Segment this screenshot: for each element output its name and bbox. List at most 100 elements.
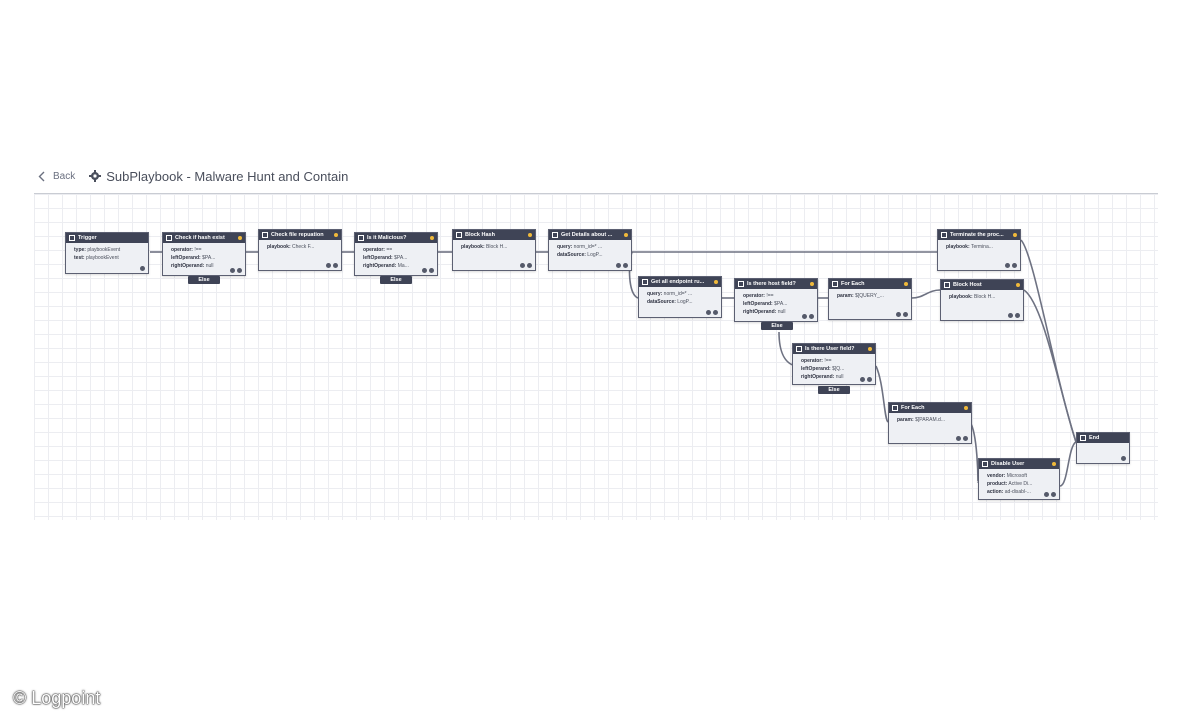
settings-icon[interactable]	[956, 436, 961, 441]
trash-icon[interactable]	[623, 263, 628, 268]
page-title: SubPlaybook - Malware Hunt and Contain	[106, 168, 349, 184]
status-dot	[334, 233, 338, 237]
node-disable-user[interactable]: Disable User vendor: Microsoft product: …	[978, 458, 1060, 500]
node-tools	[1121, 456, 1126, 461]
trash-icon[interactable]	[1015, 313, 1020, 318]
settings-icon[interactable]	[520, 263, 525, 268]
header-divider	[34, 193, 1158, 194]
node-title: Terminate the proc...	[950, 232, 1004, 238]
node-get-endpoints[interactable]: Get all endpoint ru... query: norm_id=* …	[638, 276, 722, 318]
field-value: norm_id=* ...	[663, 291, 693, 297]
trash-icon[interactable]	[333, 263, 338, 268]
node-tools	[140, 266, 145, 271]
field-value: Block H...	[486, 244, 508, 250]
field-key: playbook:	[461, 244, 485, 250]
status-dot	[528, 233, 532, 237]
field-value: $[Q...	[832, 366, 845, 372]
status-dot	[624, 233, 628, 237]
field-value: null	[205, 263, 214, 269]
settings-icon[interactable]	[1121, 456, 1126, 461]
field-value: playbookEvent	[85, 255, 119, 261]
node-is-malicious[interactable]: Is it Malicious? operator: == leftOperan…	[354, 232, 438, 276]
settings-icon[interactable]	[860, 377, 865, 382]
trash-icon[interactable]	[237, 268, 242, 273]
else-badge[interactable]: Else	[761, 322, 793, 330]
field-key: query:	[557, 244, 573, 250]
playbook-icon	[941, 232, 947, 238]
settings-icon[interactable]	[896, 312, 901, 317]
trash-icon[interactable]	[903, 312, 908, 317]
settings-icon[interactable]	[802, 314, 807, 319]
trash-icon[interactable]	[1051, 492, 1056, 497]
settings-icon[interactable]	[326, 263, 331, 268]
node-get-details[interactable]: Get Details about ... query: norm_id=* .…	[548, 229, 632, 271]
settings-icon[interactable]	[422, 268, 427, 273]
settings-icon[interactable]	[1044, 492, 1049, 497]
node-tools	[1008, 313, 1020, 318]
condition-icon	[796, 346, 802, 352]
settings-icon[interactable]	[706, 310, 711, 315]
field-key: operator:	[801, 358, 823, 364]
field-value: !==	[766, 293, 774, 299]
trash-icon[interactable]	[963, 436, 968, 441]
node-tools	[230, 268, 242, 273]
node-tools	[860, 377, 872, 382]
node-host-field[interactable]: Is there host field? operator: !== leftO…	[734, 278, 818, 322]
settings-icon[interactable]	[230, 268, 235, 273]
node-tools	[616, 263, 628, 268]
node-for-each-2[interactable]: For Each param: $[PARAM.d...	[888, 402, 972, 444]
field-key: param:	[837, 293, 854, 299]
else-badge[interactable]: Else	[380, 276, 412, 284]
node-title: Block Hash	[465, 232, 495, 238]
field-key: operator:	[743, 293, 765, 299]
field-key: playbook:	[267, 244, 291, 250]
node-trigger[interactable]: Trigger type: playbookEvent test: playbo…	[65, 232, 149, 274]
node-check-hash[interactable]: Check if hash exist operator: !== leftOp…	[162, 232, 246, 276]
node-title: Is there User field?	[805, 346, 855, 352]
node-title: Check file repuation	[271, 232, 324, 238]
back-button[interactable]: Back	[38, 171, 75, 182]
settings-icon[interactable]	[1008, 313, 1013, 318]
field-key: product:	[987, 481, 1008, 487]
else-badge[interactable]: Else	[818, 386, 850, 394]
status-dot	[430, 236, 434, 240]
field-key: dataSource:	[557, 252, 586, 258]
node-end[interactable]: End	[1076, 432, 1130, 464]
edge-block-host-end	[1023, 289, 1077, 443]
node-block-hash[interactable]: Block Hash playbook: Block H...	[452, 229, 536, 271]
field-value: norm_id=* ...	[573, 244, 603, 250]
field-value: Termina...	[970, 244, 993, 250]
condition-icon	[358, 235, 364, 241]
field-value: LogP...	[587, 252, 603, 258]
else-badge[interactable]: Else	[188, 276, 220, 284]
edge-user-field-for-each-2	[875, 365, 889, 423]
field-key: playbook:	[949, 294, 973, 300]
node-tools	[956, 436, 968, 441]
playbook-icon	[456, 232, 462, 238]
trash-icon[interactable]	[429, 268, 434, 273]
field-key: leftOperand:	[171, 255, 201, 261]
field-value: null	[777, 309, 786, 315]
node-terminate[interactable]: Terminate the proc... playbook: Termina.…	[937, 229, 1021, 271]
field-value: $PA...	[202, 255, 216, 261]
trash-icon[interactable]	[713, 310, 718, 315]
edge-for-each-block-host	[911, 289, 941, 299]
node-title: Get all endpoint ru...	[651, 279, 705, 285]
node-title: Check if hash exist	[175, 235, 225, 241]
settings-icon[interactable]	[1005, 263, 1010, 268]
node-block-host[interactable]: Block Host playbook: Block H...	[940, 279, 1024, 321]
node-check-rep[interactable]: Check file repuation playbook: Check F..…	[258, 229, 342, 271]
trash-icon[interactable]	[867, 377, 872, 382]
trash-icon[interactable]	[809, 314, 814, 319]
node-tools	[896, 312, 908, 317]
chevron-left-icon	[38, 171, 45, 181]
node-title: For Each	[841, 281, 865, 287]
node-user-field[interactable]: Is there User field? operator: !== leftO…	[792, 343, 876, 385]
trash-icon[interactable]	[527, 263, 532, 268]
gear-icon	[89, 170, 102, 182]
settings-icon[interactable]	[140, 266, 145, 271]
trash-icon[interactable]	[1012, 263, 1017, 268]
node-for-each-1[interactable]: For Each param: $[QUERY_...	[828, 278, 912, 320]
settings-icon[interactable]	[616, 263, 621, 268]
field-key: playbook:	[946, 244, 970, 250]
